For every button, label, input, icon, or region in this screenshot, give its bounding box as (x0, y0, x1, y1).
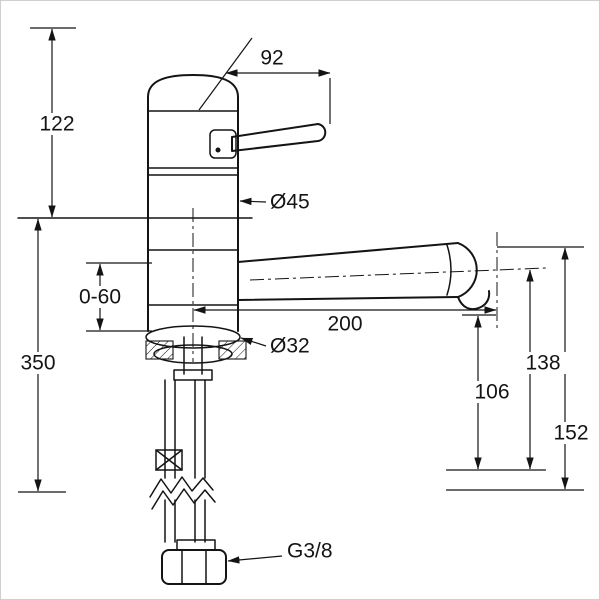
leader-connection-thread (227, 555, 283, 564)
dim-label-138: 138 (525, 352, 560, 375)
leader-hole-diameter (240, 337, 267, 347)
right-extension-lines (446, 246, 584, 491)
spout-end-cap (457, 242, 478, 298)
hose-fitting (155, 449, 183, 471)
hose-fitting-cross (155, 449, 183, 471)
break-symbol (151, 488, 216, 510)
label-bg (520, 352, 566, 374)
lever-pivot (209, 129, 237, 159)
dim-label-d32: Ø32 (270, 335, 310, 358)
label-bg (321, 313, 369, 335)
label-bg (469, 381, 515, 403)
label-bg (34, 113, 80, 135)
lever-handle (209, 123, 327, 159)
lever-rod (231, 123, 327, 152)
leader-body-diameter (239, 197, 267, 206)
hex-nut (161, 549, 227, 585)
label-bg (15, 352, 61, 374)
dim-label-122: 122 (39, 113, 74, 136)
dimension-labels: 122 92 Ø45 0-60 350 200 Ø32 106 138 152 … (15, 47, 594, 563)
temperature-marker-dot (215, 147, 221, 153)
dim-label-152: 152 (553, 422, 588, 445)
dim-label-350: 350 (20, 352, 55, 375)
break-symbol (149, 476, 214, 498)
spout-cap-seam (446, 244, 452, 296)
dim-label-92: 92 (260, 47, 283, 70)
counter-section-hatch (145, 340, 174, 360)
spout-bottom-edge (237, 296, 459, 301)
mounting-locknut (173, 369, 213, 381)
dim-label-106: 106 (474, 381, 509, 404)
counter-section-hatch (218, 340, 247, 360)
dim-label-d45: Ø45 (270, 191, 310, 214)
label-bg (72, 286, 128, 308)
supply-hoses (149, 379, 216, 543)
dim-label-g38: G3/8 (287, 540, 333, 563)
spout-top-edge (237, 242, 459, 263)
body-outline (147, 74, 239, 332)
connection-nut (161, 539, 227, 585)
dim-label-200: 200 (327, 313, 362, 336)
faucet-body (147, 74, 239, 332)
dim-label-0-60: 0-60 (79, 286, 121, 309)
label-bg (548, 422, 594, 444)
spout (237, 242, 491, 311)
dimension-92 (198, 37, 331, 124)
